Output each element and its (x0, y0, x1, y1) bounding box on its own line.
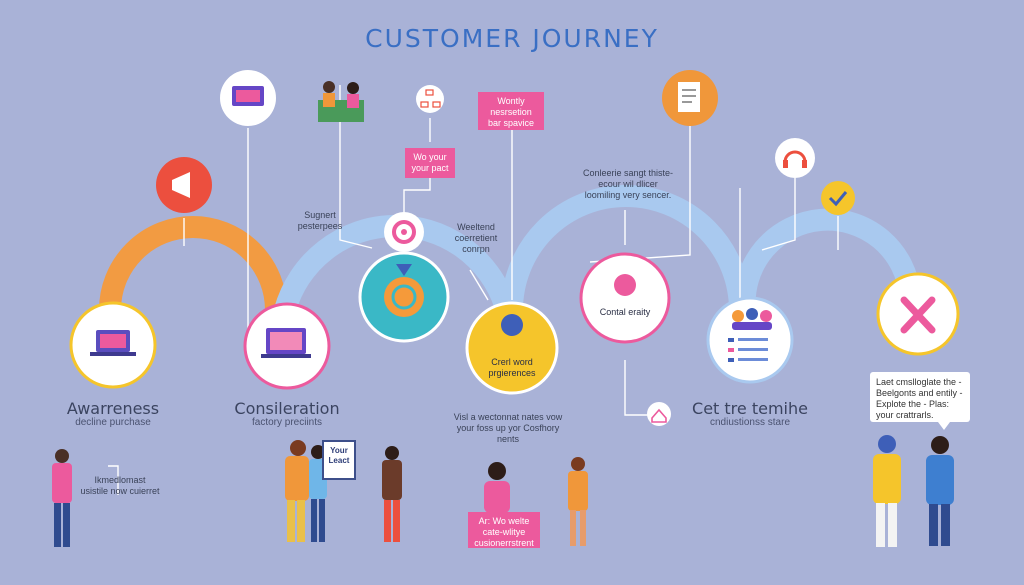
sign-your-leact: Your Leact (322, 440, 356, 480)
megaphone-icon (172, 172, 190, 198)
person-loyalty-1 (873, 435, 901, 547)
stage-consideration-label: Consileration (234, 399, 340, 418)
home-node (647, 402, 671, 426)
target-icon (384, 277, 424, 317)
stage-retention-sublabel: cndiustionss stare (709, 417, 791, 428)
arrow-down-icon (396, 264, 412, 276)
headphones-icon (783, 150, 807, 163)
stage-consideration-sublabel: factory preciints (251, 417, 323, 428)
ribbon-x-icon (900, 296, 936, 334)
person-consideration-3 (382, 446, 402, 542)
avatar-icon (501, 314, 523, 336)
page-title: CUSTOMER JOURNEY (365, 24, 659, 53)
stage-awareness-label: Awarreness (66, 399, 160, 418)
person-consideration-1 (285, 440, 309, 542)
preferences-node (465, 301, 559, 395)
stage-awareness-sublabel: decline purchase (75, 417, 151, 428)
decision-node-label: Contal eraity (599, 307, 651, 317)
checkmark-icon (828, 191, 848, 207)
note-service: Wontly nesrsetion bar spavice (478, 92, 544, 130)
note-awareness: Ikmedlomast usistile now cuierret (80, 475, 160, 496)
monitor-icon (261, 328, 311, 358)
person-decision-2 (568, 457, 588, 546)
users-icon (728, 308, 772, 362)
person-decision-1 (484, 462, 510, 513)
document-icon (678, 82, 700, 112)
meeting-icon (318, 81, 364, 122)
person-loyalty-2 (926, 436, 954, 546)
home-icon (651, 408, 667, 423)
org-chart-node (416, 85, 444, 113)
checkmark-node (821, 181, 855, 215)
note-visit: Visl a wectonnat nates vow your foss up … (453, 412, 563, 444)
arc-awareness (99, 216, 287, 311)
note-suggest: Sugnert pesterpees (297, 210, 343, 231)
ribbon-icon (614, 274, 636, 296)
preferences-node-label: Crerl word prgierences (488, 357, 536, 378)
note-customer: Ar: Wo welte cate-wlitye cusionerrstrent (468, 512, 540, 548)
laptop-cart-icon (90, 330, 136, 356)
speech-bubble: Laet cmslloglate the - Beelgonts and ent… (870, 372, 970, 430)
note-consider: Conleerie sangt thiste-ecour wil dlicer … (582, 168, 674, 200)
arc-decision (501, 185, 751, 311)
person-awareness (52, 449, 72, 547)
stage-retention-label: Cet tre temihe (692, 399, 808, 418)
note-your-pact: Wo your your pact (405, 148, 455, 178)
note-weekend: Weeltend coerretient conrpn (454, 222, 498, 254)
org-chart-icon (420, 89, 441, 108)
decision-node (579, 252, 671, 344)
headphones-node (775, 138, 815, 178)
arc-loyalty (733, 208, 921, 311)
